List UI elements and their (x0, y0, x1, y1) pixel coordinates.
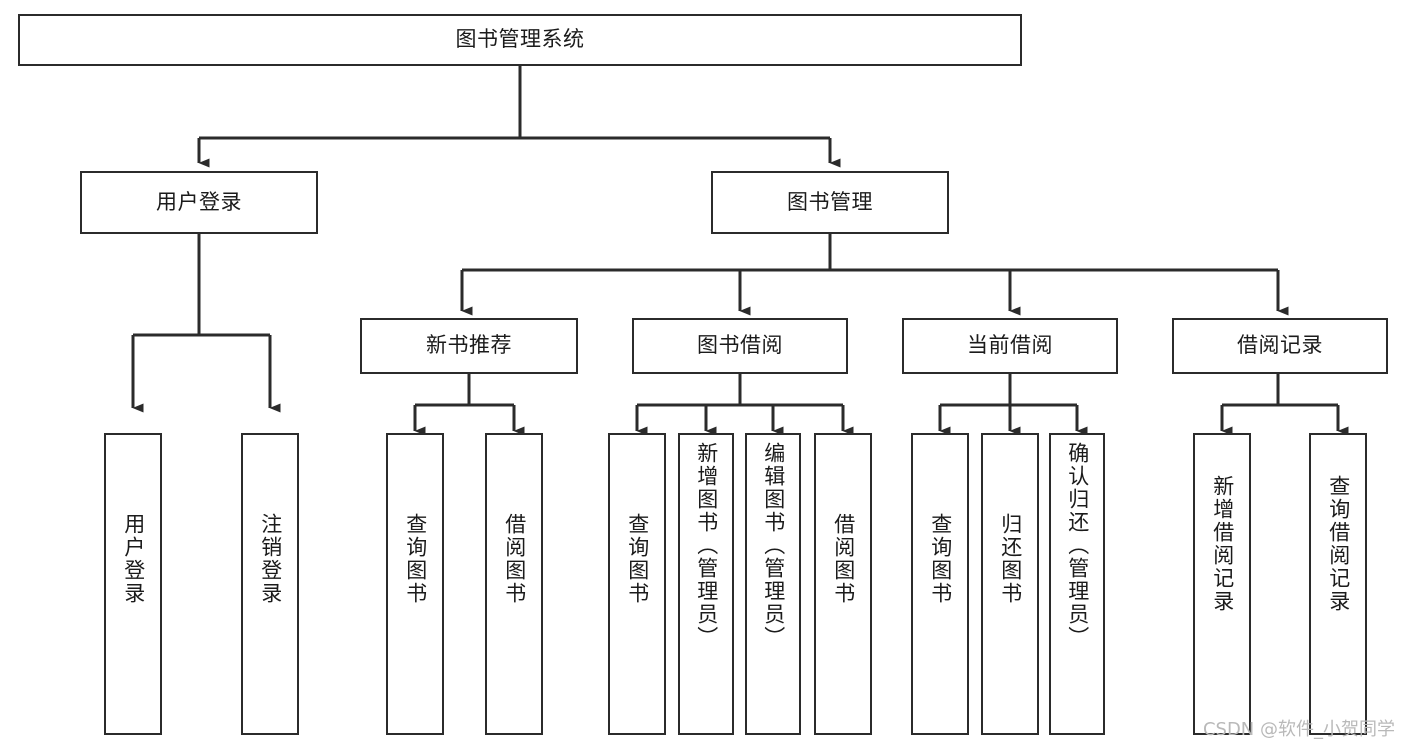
node-leaf-borrow-book-2-label: 借阅图书 (831, 513, 856, 605)
node-leaf-confirm-return[interactable]: 确认归还（管理员） (1049, 433, 1105, 735)
node-leaf-add-record-label: 新增借阅记录 (1210, 475, 1235, 613)
node-current-borrow-label: 当前借阅 (967, 333, 1053, 358)
node-leaf-add-record[interactable]: 新增借阅记录 (1193, 433, 1251, 735)
node-current-borrow[interactable]: 当前借阅 (902, 318, 1118, 374)
node-leaf-user-login[interactable]: 用户登录 (104, 433, 162, 735)
node-leaf-edit-book[interactable]: 编辑图书（管理员） (745, 433, 801, 735)
node-user-login-label: 用户登录 (156, 189, 242, 214)
node-borrow-record-label: 借阅记录 (1237, 333, 1323, 358)
node-leaf-return-book-label: 归还图书 (998, 513, 1023, 605)
node-leaf-borrow-book-1[interactable]: 借阅图书 (485, 433, 543, 735)
node-leaf-confirm-return-label: 确认归还（管理员） (1065, 442, 1090, 649)
node-leaf-add-book[interactable]: 新增图书（管理员） (678, 433, 734, 735)
node-leaf-query-book-1[interactable]: 查询图书 (386, 433, 444, 735)
node-new-book-recommend[interactable]: 新书推荐 (360, 318, 578, 374)
node-leaf-query-book-2[interactable]: 查询图书 (608, 433, 666, 735)
node-leaf-query-book-2-label: 查询图书 (625, 513, 650, 605)
node-leaf-query-book-3-label: 查询图书 (928, 513, 953, 605)
node-leaf-borrow-book-2[interactable]: 借阅图书 (814, 433, 872, 735)
node-user-login[interactable]: 用户登录 (80, 171, 318, 234)
node-leaf-borrow-book-1-label: 借阅图书 (502, 513, 527, 605)
node-leaf-query-book-3[interactable]: 查询图书 (911, 433, 969, 735)
node-leaf-edit-book-label: 编辑图书（管理员） (761, 442, 786, 649)
node-borrow-record[interactable]: 借阅记录 (1172, 318, 1388, 374)
node-book-borrow[interactable]: 图书借阅 (632, 318, 848, 374)
node-leaf-query-record[interactable]: 查询借阅记录 (1309, 433, 1367, 735)
node-book-borrow-label: 图书借阅 (697, 333, 783, 358)
node-leaf-return-book[interactable]: 归还图书 (981, 433, 1039, 735)
node-book-manage[interactable]: 图书管理 (711, 171, 949, 234)
node-leaf-user-login-label: 用户登录 (121, 513, 146, 605)
node-new-book-recommend-label: 新书推荐 (426, 333, 512, 358)
node-book-manage-label: 图书管理 (787, 189, 873, 214)
node-leaf-user-logout[interactable]: 注销登录 (241, 433, 299, 735)
node-root[interactable]: 图书管理系统 (18, 14, 1022, 66)
node-leaf-query-book-1-label: 查询图书 (403, 513, 428, 605)
node-leaf-query-record-label: 查询借阅记录 (1326, 475, 1351, 613)
node-leaf-add-book-label: 新增图书（管理员） (694, 442, 719, 649)
node-leaf-user-logout-label: 注销登录 (258, 513, 283, 605)
node-root-label: 图书管理系统 (455, 27, 585, 52)
